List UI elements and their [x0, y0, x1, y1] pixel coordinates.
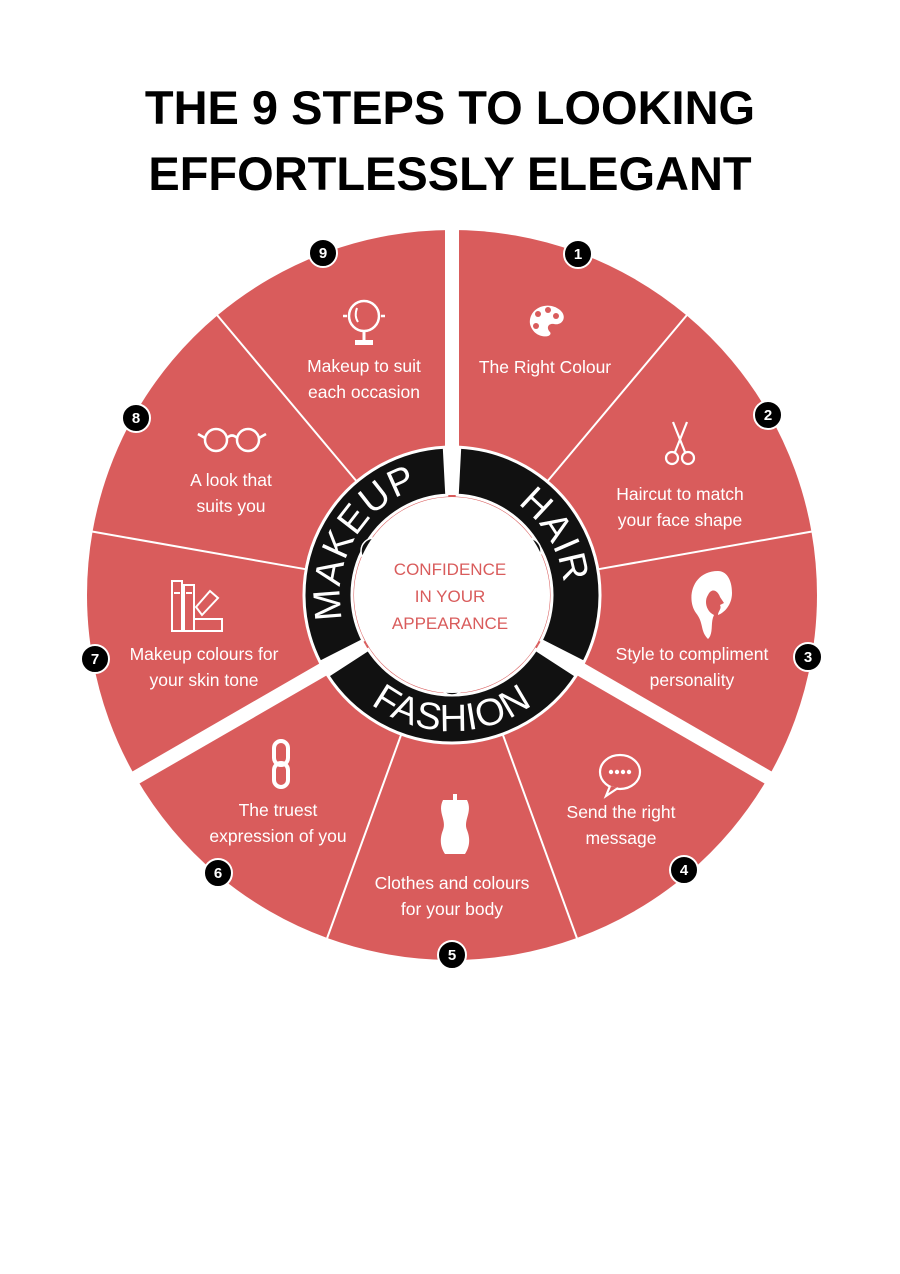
step-5-label: for your body — [401, 899, 503, 919]
step-8-badge — [121, 403, 151, 433]
center-text-line: CONFIDENCE — [394, 560, 506, 579]
step-4-badge — [669, 855, 699, 885]
center-text-line: IN YOUR — [415, 587, 486, 606]
color-swatch-icon — [171, 580, 223, 632]
step-6-label: expression of you — [209, 826, 346, 846]
step-9-number: 9 — [319, 245, 327, 262]
step-6-number: 6 — [214, 865, 222, 882]
step-3-label: Style to compliment — [616, 644, 769, 664]
step-number-badges: 1 2 3 4 5 6 7 8 9 — [80, 238, 823, 970]
step-8-label: suits you — [196, 496, 265, 516]
step-2-label: Haircut to match — [616, 484, 743, 504]
thin-divider-6 — [215, 313, 358, 483]
step-8-number: 8 — [132, 410, 140, 427]
center-background — [354, 497, 550, 693]
glasses-icon — [197, 427, 267, 453]
ring-arc-3 — [302, 445, 449, 665]
step-7-label: Makeup colours for — [130, 644, 279, 664]
thin-divider-4 — [325, 733, 403, 941]
step-6-label: The truest — [239, 800, 318, 820]
step-7-badge — [80, 644, 110, 674]
thick-divider-3 — [128, 638, 369, 786]
ring-arc-1 — [455, 445, 602, 665]
step-7-label: your skin tone — [150, 670, 259, 690]
step-2-number: 2 — [764, 407, 772, 424]
page-title: THE 9 STEPS TO LOOKING EFFORTLESSLY ELEG… — [0, 75, 900, 207]
step-5-number: 5 — [448, 947, 456, 964]
dress-form-icon — [440, 794, 470, 854]
step-4-number: 4 — [680, 862, 689, 879]
thick-divider-2 — [535, 638, 776, 786]
step-1-label: The Right Colour — [479, 357, 611, 377]
thin-divider-5 — [90, 530, 307, 571]
step-8-label: A look that — [190, 470, 272, 490]
step-icons — [171, 299, 732, 854]
center-text-line: APPEARANCE — [392, 614, 508, 633]
chain-link-icon — [272, 739, 290, 789]
step-4-label: Send the right — [567, 802, 676, 822]
woman-profile-icon — [691, 571, 732, 639]
step-9-label: each occasion — [308, 382, 420, 402]
step-4-label: message — [585, 828, 656, 848]
step-1-badge — [563, 239, 593, 269]
step-3-number: 3 — [804, 649, 812, 666]
step-9-badge — [308, 238, 338, 268]
thin-divider-2 — [597, 530, 814, 571]
step-9-label: Makeup to suit — [307, 356, 421, 376]
vanity-mirror-icon — [343, 299, 385, 345]
scissors-icon — [664, 421, 696, 466]
title-line-1: THE 9 STEPS TO LOOKING — [144, 81, 756, 134]
step-6-badge — [203, 858, 233, 888]
title-line-2: EFFORTLESSLY ELEGANT — [148, 147, 752, 200]
step-5-badge — [437, 940, 467, 970]
step-2-label: your face shape — [618, 510, 743, 530]
step-3-badge — [793, 642, 823, 672]
step-3-label: personality — [650, 670, 735, 690]
wheel-segment-5 — [327, 595, 577, 960]
center-circle: CONFIDENCE IN YOUR APPEARANCE — [354, 497, 550, 693]
step-1-number: 1 — [574, 246, 582, 263]
palette-icon — [529, 305, 564, 337]
thin-divider-3 — [501, 733, 579, 941]
speech-bubble-icon — [598, 753, 642, 799]
ring-arc-2 — [325, 647, 579, 745]
thin-divider-1 — [546, 313, 689, 483]
segment-dividers — [90, 313, 814, 941]
category-dividers — [128, 226, 776, 786]
step-5-label: Clothes and colours — [375, 873, 530, 893]
step-2-badge — [753, 400, 783, 430]
step-7-number: 7 — [91, 651, 99, 668]
